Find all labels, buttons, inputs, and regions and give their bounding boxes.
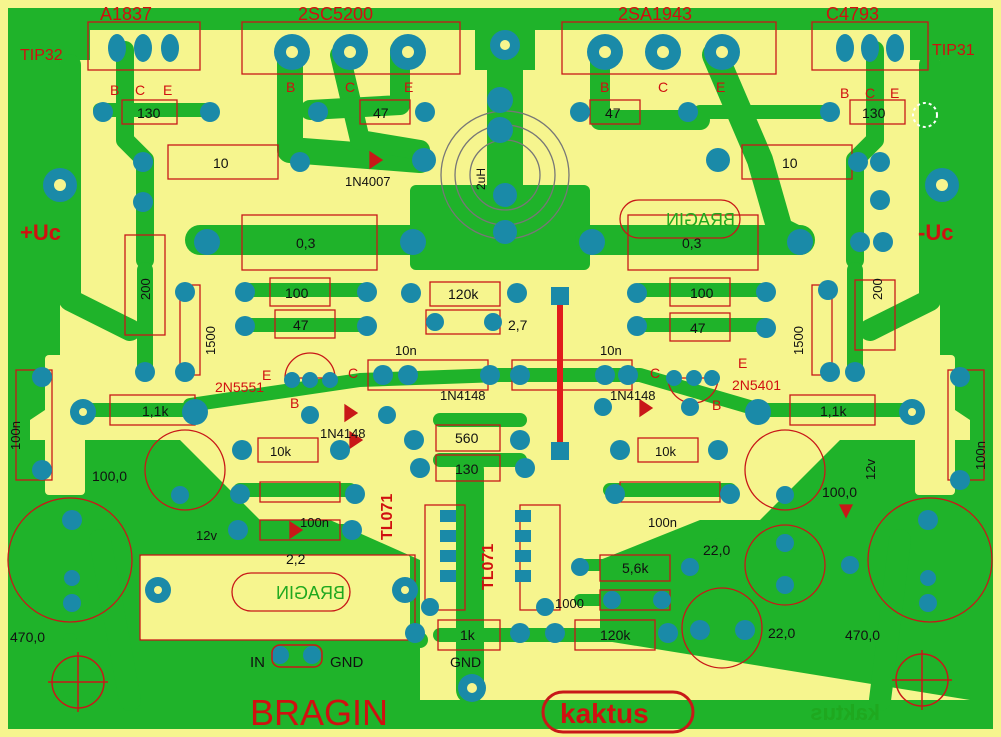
svg-text:47: 47 [690,320,706,336]
svg-text:100n: 100n [300,515,329,530]
label-c4793: C4793 [826,4,879,24]
small-pads [32,102,970,664]
svg-text:470,0: 470,0 [845,627,880,643]
svg-text:E: E [716,79,725,95]
svg-text:12v: 12v [196,528,217,543]
label-c5200: 2SC5200 [298,4,373,24]
svg-text:1k: 1k [460,627,476,643]
svg-text:1500: 1500 [203,326,218,355]
label-gnd: GND [330,654,364,671]
label-a1943: 2SA1943 [618,4,692,24]
svg-text:200: 200 [870,278,885,300]
svg-text:22,0: 22,0 [768,625,795,641]
label-tip31: TIP31 [932,42,975,59]
svg-text:100,0: 100,0 [92,468,127,484]
svg-text:47: 47 [373,105,389,121]
svg-text:200: 200 [138,278,153,300]
label-gnd-2: GND [450,654,481,670]
svg-text:C: C [348,365,358,381]
svg-text:100: 100 [690,285,714,301]
svg-text:E: E [262,367,271,383]
label-kaktus: kaktus [560,698,649,729]
svg-text:100: 100 [285,285,309,301]
label-bragin-title: BRAGIN [250,692,388,733]
svg-text:120k: 120k [600,627,631,643]
svg-text:B: B [600,79,609,95]
svg-text:560: 560 [455,430,479,446]
label-minus-uc: -Uc [918,220,953,245]
label-bragin-mirror-2: BRAGIN [276,583,345,603]
label-plus-uc: +Uc [20,220,61,245]
svg-text:C: C [865,85,875,101]
c4793-body [811,21,929,71]
svg-text:B: B [712,397,721,413]
svg-text:1N4148: 1N4148 [440,388,486,403]
label-bragin-mirror-1: BRAGIN [666,210,735,230]
svg-text:0,3: 0,3 [296,235,316,251]
svg-text:12v: 12v [863,459,878,480]
svg-text:1,1k: 1,1k [142,403,169,419]
svg-text:C: C [345,79,355,95]
svg-text:22,0: 22,0 [703,542,730,558]
svg-text:E: E [163,82,172,98]
c5200-body [241,21,461,75]
svg-text:0,3: 0,3 [682,235,702,251]
svg-text:C: C [650,365,660,381]
svg-text:B: B [840,85,849,101]
svg-text:C: C [658,79,668,95]
svg-text:130: 130 [862,105,886,121]
svg-text:B: B [290,395,299,411]
label-2n5551: 2N5551 [215,379,264,395]
svg-text:2,7: 2,7 [508,317,528,333]
svg-text:2,2: 2,2 [286,551,306,567]
svg-text:C: C [135,82,145,98]
svg-text:B: B [286,79,295,95]
svg-text:100n: 100n [8,421,23,450]
svg-text:10: 10 [213,155,229,171]
a1943-body [561,21,777,75]
pads-layer [32,30,970,702]
a1837-body [87,21,201,71]
svg-text:47: 47 [605,105,621,121]
label-tl071-left: TL071 [379,494,396,540]
svg-text:E: E [738,355,747,371]
svg-text:100n: 100n [648,515,677,530]
svg-text:1N4148: 1N4148 [610,388,656,403]
svg-text:1000: 1000 [555,596,584,611]
label-a1837: A1837 [100,4,152,24]
svg-text:470,0: 470,0 [10,629,45,645]
svg-text:10n: 10n [600,343,622,358]
svg-text:1N4007: 1N4007 [345,174,391,189]
svg-text:100n: 100n [973,441,988,470]
svg-text:E: E [404,79,413,95]
label-2n5401: 2N5401 [732,377,781,393]
labels-layer: A1837 TIP32 2SC5200 2SA1943 C4793 TIP31 … [8,4,988,733]
label-kaktus-mirrored: kaktus [810,700,880,725]
label-inductor: 2uH [474,168,488,190]
svg-text:1N4148: 1N4148 [320,426,366,441]
svg-text:1500: 1500 [791,326,806,355]
label-tip32: TIP32 [20,47,63,64]
svg-text:100,0: 100,0 [822,484,857,500]
label-tl071-right: TL071 [480,544,497,590]
svg-text:10: 10 [782,155,798,171]
label-in: IN [250,654,265,671]
svg-text:1,1k: 1,1k [820,403,847,419]
svg-text:10k: 10k [270,444,291,459]
tl071-left-body [424,504,466,611]
svg-text:E: E [890,85,899,101]
svg-text:47: 47 [293,317,309,333]
svg-text:130: 130 [137,105,161,121]
svg-text:130: 130 [455,461,479,477]
svg-text:120k: 120k [448,286,479,302]
svg-text:10n: 10n [395,343,417,358]
svg-text:10k: 10k [655,444,676,459]
svg-text:B: B [110,82,119,98]
svg-text:5,6k: 5,6k [622,560,649,576]
